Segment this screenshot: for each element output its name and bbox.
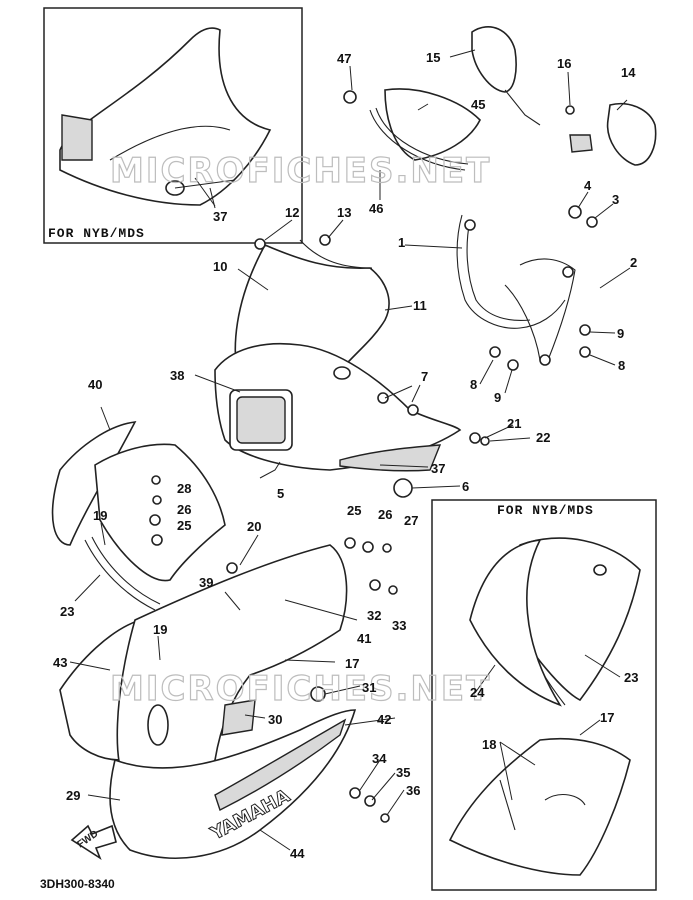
callout: 25 [347, 503, 361, 518]
callout: 26 [378, 507, 392, 522]
callout: 25 [177, 518, 191, 533]
callout: 1 [398, 235, 405, 250]
cowling-stay [456, 214, 576, 366]
callout: 46 [369, 201, 383, 216]
mirrors [471, 26, 657, 166]
callout: 15 [426, 50, 440, 65]
callout: 23 [60, 604, 74, 619]
callout: 8 [618, 358, 625, 373]
watermark: MICROFICHES.NET [110, 669, 491, 709]
callout: 4 [584, 178, 592, 193]
callout: 43 [53, 655, 67, 670]
lower-cowling [59, 544, 357, 861]
side-panels-left [51, 421, 226, 611]
callout: 17 [345, 656, 359, 671]
callout: 37 [213, 209, 227, 224]
callout: 2 [630, 255, 637, 270]
callout: 34 [372, 751, 387, 766]
callout: 12 [285, 205, 299, 220]
inset-label-bottom: FOR NYB/MDS [497, 503, 594, 518]
callout: 5 [277, 486, 284, 501]
callout: 9 [494, 390, 501, 405]
callout: 3 [612, 192, 619, 207]
callout: 44 [290, 846, 305, 861]
callout: 7 [421, 369, 428, 384]
callout: 17 [600, 710, 614, 725]
callout: 23 [624, 670, 638, 685]
callout: 39 [199, 575, 213, 590]
callout: 16 [557, 56, 571, 71]
fasteners [149, 90, 598, 823]
callout: 38 [170, 368, 184, 383]
document-code: 3DH300-8340 [40, 877, 115, 891]
callout: 13 [337, 205, 351, 220]
callout: 6 [462, 479, 469, 494]
callout: 24 [470, 685, 485, 700]
callout: 41 [357, 631, 371, 646]
callout: 11 [413, 298, 427, 313]
callout: 31 [362, 680, 376, 695]
watermark: MICROFICHES.NET [110, 151, 491, 191]
callout: 10 [213, 259, 227, 274]
callout: 14 [621, 65, 636, 80]
callout: 27 [404, 513, 418, 528]
callout: 45 [471, 97, 485, 112]
callout: 35 [396, 765, 410, 780]
callout: 19 [93, 508, 107, 523]
callout: 26 [177, 502, 191, 517]
callout: 9 [617, 326, 624, 341]
callout: 20 [247, 519, 261, 534]
visor [369, 88, 481, 171]
callout: 8 [470, 377, 477, 392]
callout: 29 [66, 788, 80, 803]
callout: 47 [337, 51, 351, 66]
callout: 19 [153, 622, 167, 637]
callout: 22 [536, 430, 550, 445]
leader-lines [69, 49, 631, 851]
callout: 21 [507, 416, 521, 431]
callout: 40 [88, 377, 102, 392]
inset-label-top: FOR NYB/MDS [48, 226, 145, 241]
callout: 37 [431, 461, 445, 476]
inset-bottom-right [431, 499, 657, 891]
callout: 42 [377, 712, 391, 727]
callout-numbers: 1 2 3 4 5 6 7 8 8 9 9 10 11 12 13 14 15 … [53, 50, 638, 861]
callout: 32 [367, 608, 381, 623]
callout: 28 [177, 481, 191, 496]
callout: 33 [392, 618, 406, 633]
callout: 18 [482, 737, 496, 752]
inset-top-left [43, 7, 303, 244]
callout: 36 [406, 783, 420, 798]
upper-cowling [214, 342, 462, 472]
callout: 30 [268, 712, 282, 727]
